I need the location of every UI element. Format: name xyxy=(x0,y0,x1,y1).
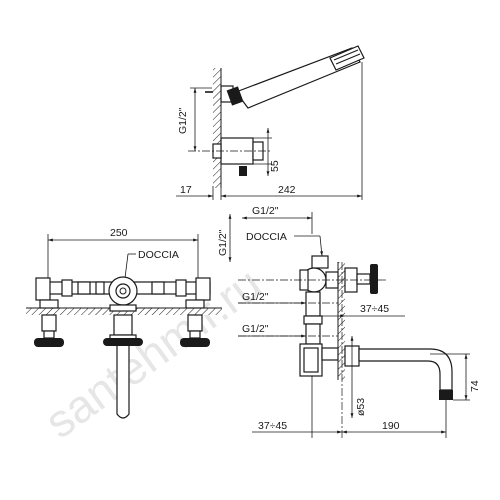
spout xyxy=(344,345,453,400)
dim-55: 55 xyxy=(269,160,281,172)
front-view: 250 DOCCIA xyxy=(26,227,222,419)
label-doccia-front: DOCCIA xyxy=(138,249,179,261)
label-doccia-side: DOCCIA xyxy=(246,231,287,243)
wall-top-view xyxy=(213,68,221,188)
left-valve xyxy=(34,277,91,347)
dim-74: 74 xyxy=(469,380,481,392)
diverter-body xyxy=(238,255,388,294)
dim-g12-side-top: G1/2" xyxy=(252,205,279,217)
dim-17: 17 xyxy=(180,184,192,196)
dim-37-45-right: 37÷45 xyxy=(360,303,389,315)
side-view: G1/2" G1/2" DOCCIA xyxy=(217,205,481,440)
dim-190: 190 xyxy=(382,420,400,432)
dim-242: 242 xyxy=(278,184,296,196)
hand-shower xyxy=(226,45,365,109)
wall-outlet xyxy=(188,137,272,176)
right-valve xyxy=(175,277,211,347)
dim-g12-top-view: G1/2" xyxy=(177,107,189,134)
dim-37-45-bottom: 37÷45 xyxy=(258,420,287,432)
dim-g12-side-vertical: G1/2" xyxy=(217,229,229,256)
dim-g12-side-low: G1/2" xyxy=(242,323,269,335)
dim-250: 250 xyxy=(110,227,128,239)
top-view: G1/2" 55 17 242 xyxy=(176,45,365,200)
wall-side-view xyxy=(338,262,345,380)
center-diverter xyxy=(95,276,165,419)
dim-53: ø53 xyxy=(355,398,367,416)
dim-g12-side-mid: G1/2" xyxy=(242,291,269,303)
